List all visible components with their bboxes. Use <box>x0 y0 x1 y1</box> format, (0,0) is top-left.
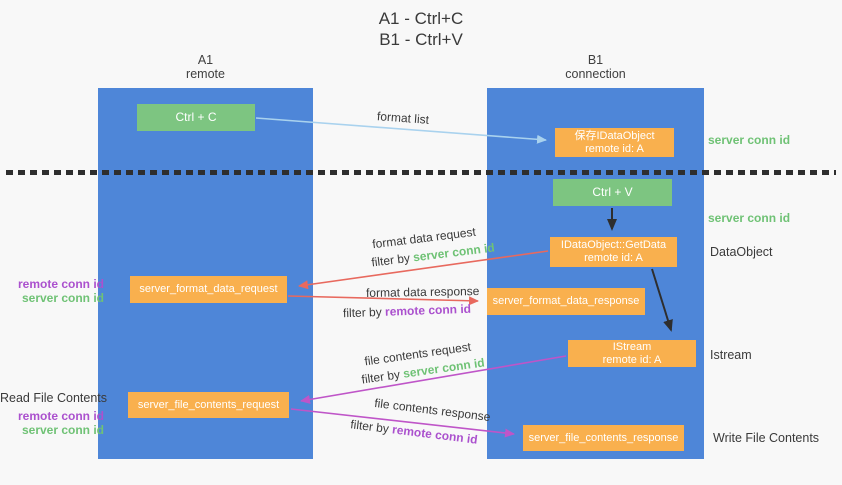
node-server-format-data-response: server_format_data_response <box>487 288 645 315</box>
column-a1-title: A1 <box>197 53 214 67</box>
node-server-format-data-response-label: server_format_data_response <box>492 295 640 307</box>
label-filter-by-remote-conn-id-1: filter by remote conn id <box>343 302 471 320</box>
node-ctrl-v: Ctrl + V <box>553 179 672 206</box>
filter-by-text: filter by <box>370 250 415 270</box>
left-remote-conn-id-2: remote conn id <box>17 409 104 423</box>
node-getdata-line1: IDataObject::GetData <box>560 239 667 251</box>
right-server-conn-id-mid: server conn id <box>708 211 791 225</box>
label-format-data-response: format data response <box>365 284 480 300</box>
node-server-format-data-request: server_format_data_request <box>130 276 287 303</box>
node-save-dataobject: 保存IDataObject remote id: A <box>555 128 674 157</box>
filter-by-text: filter by <box>360 366 405 387</box>
node-istream-line2: remote id: A <box>602 353 662 366</box>
column-b1-title: B1 <box>587 53 604 67</box>
title-line-2: B1 - Ctrl+V <box>379 30 463 49</box>
left-conn-id-stack-2: remote conn id server conn id <box>0 409 104 437</box>
node-server-format-data-request-label: server_format_data_request <box>139 283 278 295</box>
label-format-list: format list <box>376 109 430 127</box>
node-ctrl-c-label: Ctrl + C <box>175 110 217 124</box>
node-ctrl-v-label: Ctrl + V <box>592 185 633 199</box>
remote-conn-id-text: remote conn id <box>384 301 472 319</box>
node-save-dataobject-line1: 保存IDataObject <box>574 129 655 142</box>
label-file-contents-response: file contents response <box>373 395 492 425</box>
node-getdata-line2: remote id: A <box>584 252 643 264</box>
node-save-dataobject-line2: remote id: A <box>585 142 644 155</box>
column-header-b1: B1 connection <box>487 53 704 81</box>
left-server-conn-id-1: server conn id <box>21 291 104 305</box>
node-server-file-contents-response: server_file_contents_response <box>523 425 684 451</box>
filter-by-text: filter by <box>342 304 386 321</box>
node-istream-line1: IStream <box>612 340 652 353</box>
label-read-file-contents: Read File Contents <box>0 391 108 405</box>
machine-boundary-dotted-line <box>6 170 836 175</box>
label-istream: Istream <box>710 348 752 362</box>
label-write-file-contents: Write File Contents <box>713 431 820 445</box>
left-remote-conn-id-1: remote conn id <box>17 277 104 291</box>
node-server-file-contents-request: server_file_contents_request <box>128 392 289 418</box>
column-b1-subtitle: connection <box>565 67 626 81</box>
diagram-title: A1 - Ctrl+C B1 - Ctrl+V <box>0 8 842 50</box>
column-header-a1: A1 remote <box>98 53 313 81</box>
remote-conn-id-text: remote conn id <box>391 422 479 447</box>
left-conn-id-stack-1: remote conn id server conn id <box>0 277 104 305</box>
column-a1-subtitle: remote <box>186 67 225 81</box>
title-line-1: A1 - Ctrl+C <box>378 9 464 28</box>
node-ctrl-c: Ctrl + C <box>137 104 255 131</box>
filter-by-text: filter by <box>349 417 394 437</box>
node-istream: IStream remote id: A <box>568 340 696 367</box>
node-server-file-contents-request-label: server_file_contents_request <box>137 398 280 411</box>
label-dataobject: DataObject <box>710 245 773 259</box>
left-server-conn-id-2: server conn id <box>21 423 104 437</box>
label-filter-by-remote-conn-id-2: filter by remote conn id <box>350 417 479 446</box>
right-server-conn-id-top: server conn id <box>708 133 791 147</box>
node-server-file-contents-response-label: server_file_contents_response <box>528 431 679 444</box>
node-idataobject-getdata: IDataObject::GetData remote id: A <box>550 237 677 267</box>
